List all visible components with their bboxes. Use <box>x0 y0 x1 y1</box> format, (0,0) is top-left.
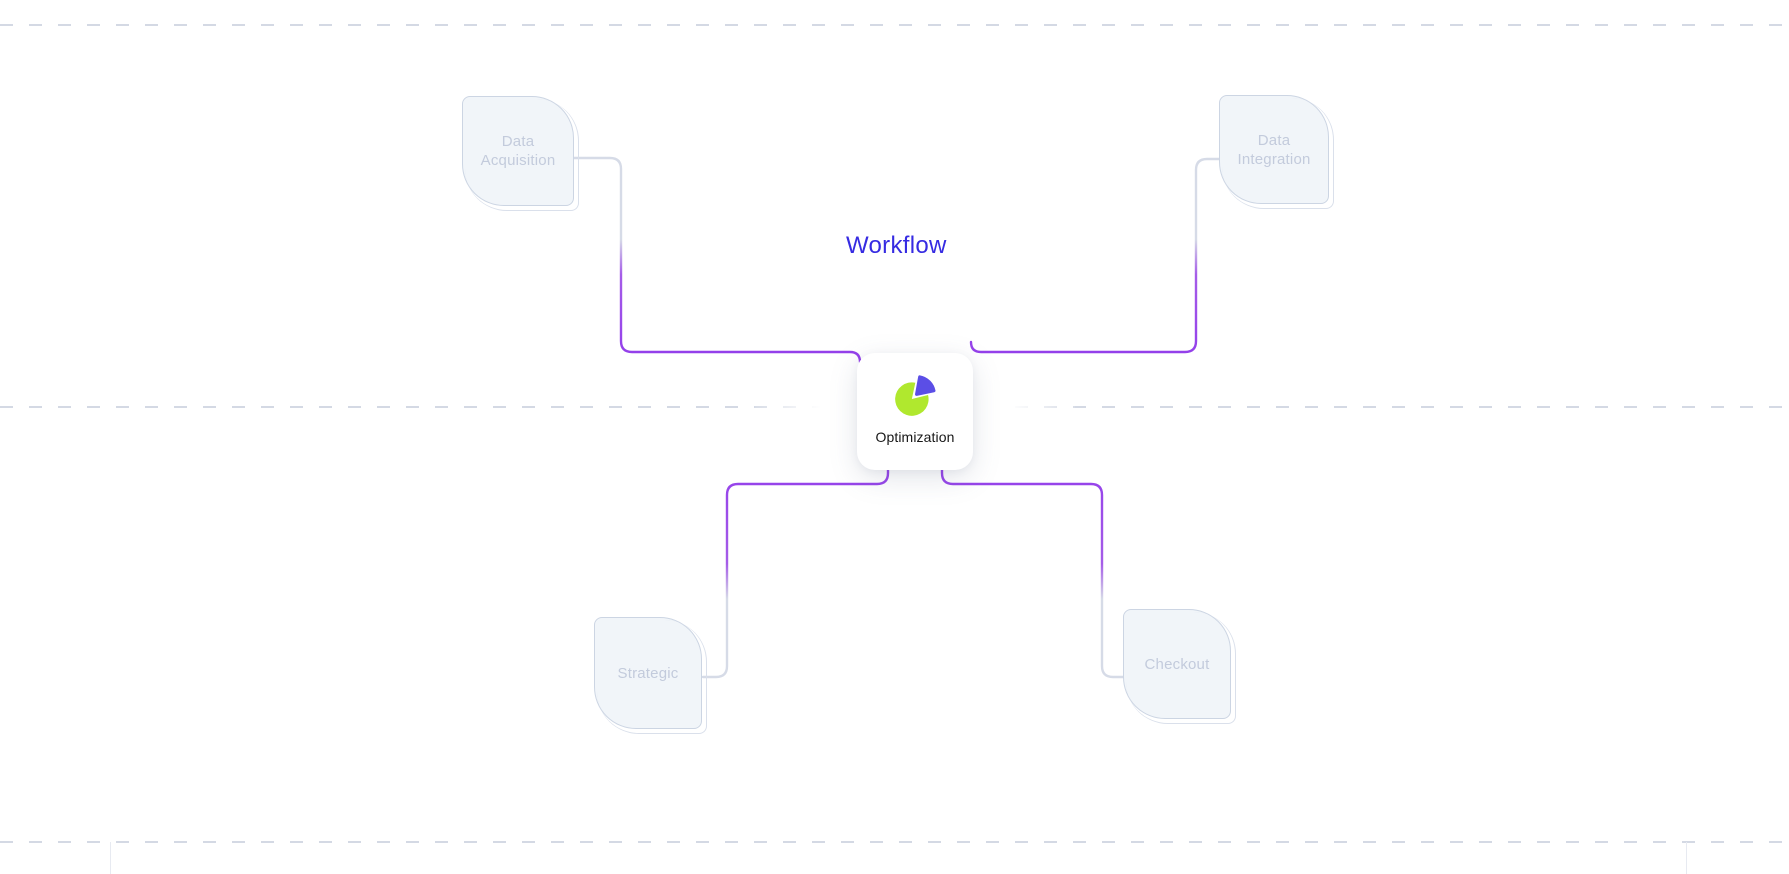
node-optimization-label: Optimization <box>875 428 955 445</box>
diagram-title: Workflow <box>846 232 947 259</box>
section-border-left <box>110 842 111 874</box>
wire-optimization-to-checkout <box>940 468 1125 679</box>
node-data-acquisition-label: Data Acquisition <box>480 133 556 169</box>
wire-optimization-to-strategic <box>701 468 890 679</box>
node-checkout-label: Checkout <box>1144 655 1210 673</box>
dashed-divider-bottom <box>0 841 1789 843</box>
node-data-integration[interactable]: Data Integration <box>1219 95 1334 209</box>
section-border-right <box>1686 842 1687 874</box>
dashed-divider-top <box>0 24 1789 26</box>
pie-chart-icon <box>895 374 936 416</box>
node-strategic[interactable]: Strategic <box>594 617 707 734</box>
wire-data-acquisition-to-optimization <box>571 156 862 364</box>
node-checkout[interactable]: Checkout <box>1123 609 1236 724</box>
node-data-integration-label: Data Integration <box>1237 131 1311 168</box>
node-strategic-label: Strategic <box>617 664 679 682</box>
node-data-acquisition[interactable]: Data Acquisition <box>462 96 579 211</box>
wire-data-integration-to-optimization <box>969 157 1221 354</box>
node-optimization[interactable]: Optimization <box>857 353 973 470</box>
